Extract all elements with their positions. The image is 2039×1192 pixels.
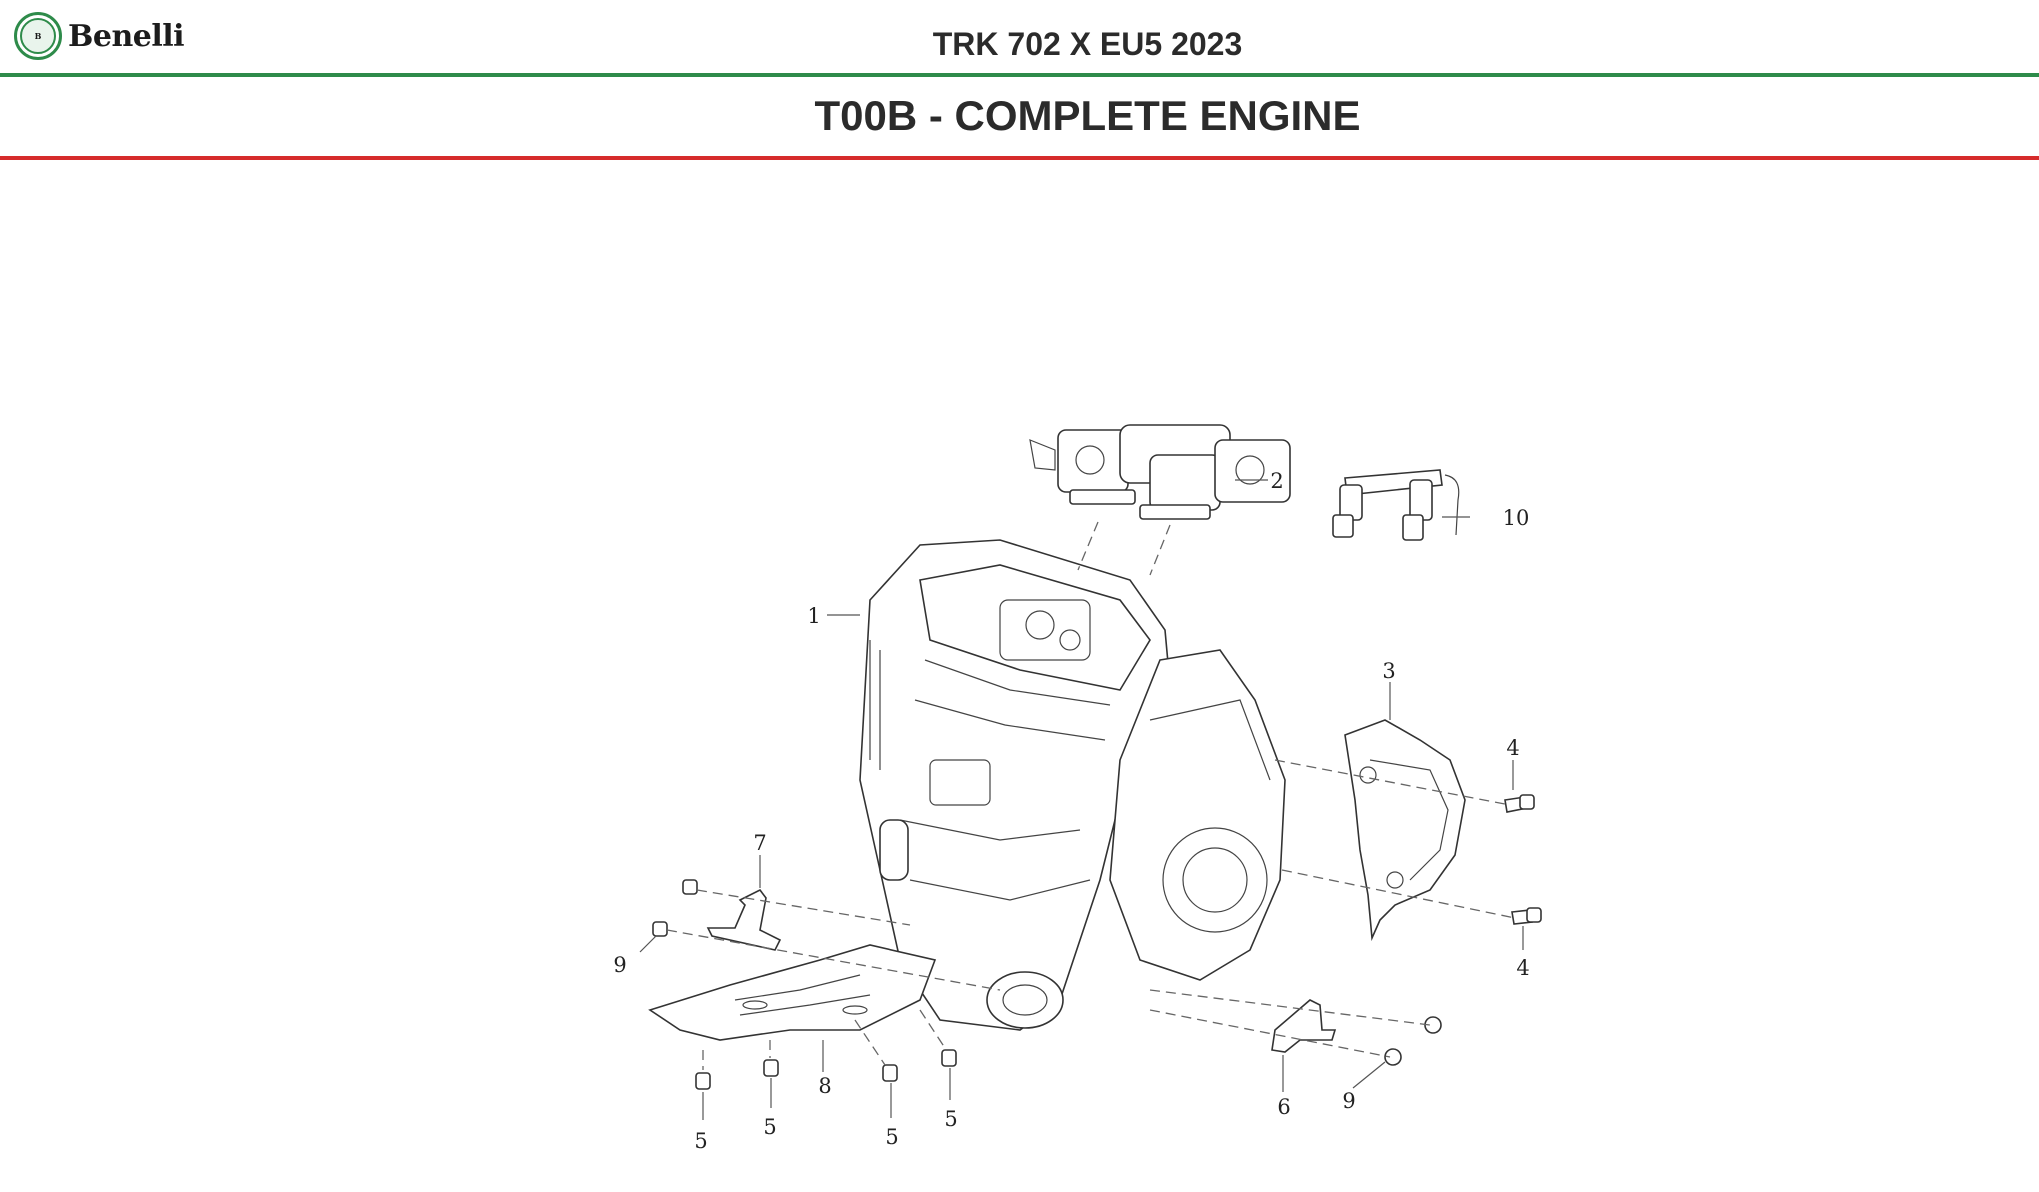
callout-5-d: 5 bbox=[944, 1107, 957, 1131]
left-nuts bbox=[652, 879, 698, 937]
callout-5-c: 5 bbox=[885, 1125, 898, 1149]
left-bracket bbox=[706, 888, 782, 951]
callout-9-left: 9 bbox=[613, 953, 626, 977]
throttle-body-assembly bbox=[1029, 424, 1291, 520]
callout-10: 10 bbox=[1503, 506, 1530, 530]
section-title: T00B - COMPLETE ENGINE bbox=[814, 92, 1361, 139]
right-nuts bbox=[1384, 1016, 1442, 1066]
callout-7: 7 bbox=[753, 831, 766, 855]
brand-name: Benelli bbox=[68, 18, 185, 54]
callout-5-a: 5 bbox=[694, 1129, 707, 1153]
header-divider-green bbox=[0, 73, 2039, 77]
leader-lines bbox=[639, 479, 1524, 1120]
model-title: TRK 702 X EU5 2023 bbox=[932, 26, 1243, 62]
section-divider-red bbox=[0, 156, 2039, 160]
callout-6: 6 bbox=[1277, 1095, 1290, 1119]
callout-2: 2 bbox=[1270, 469, 1283, 493]
skid-plate bbox=[648, 944, 937, 1041]
callout-8: 8 bbox=[818, 1074, 831, 1098]
engine-block bbox=[859, 539, 1286, 1031]
sprocket-cover bbox=[1344, 719, 1466, 942]
header-bar: B Benelli TRK 702 X EU5 2023 bbox=[0, 0, 2039, 74]
fuel-rail-injectors bbox=[1332, 469, 1460, 541]
callout-9-right: 9 bbox=[1342, 1089, 1355, 1113]
callout-4-bottom: 4 bbox=[1516, 956, 1529, 980]
callout-5-b: 5 bbox=[763, 1115, 776, 1139]
benelli-logo: B Benelli bbox=[14, 10, 185, 62]
callout-3: 3 bbox=[1382, 659, 1395, 683]
callout-4-top: 4 bbox=[1506, 736, 1519, 760]
right-bracket bbox=[1271, 999, 1337, 1053]
cover-bolts bbox=[1504, 794, 1542, 925]
lion-emblem-icon: B bbox=[14, 12, 62, 60]
callout-1: 1 bbox=[807, 604, 820, 628]
assembly-lines bbox=[666, 521, 1516, 1070]
skid-plate-bolts bbox=[695, 1049, 957, 1090]
